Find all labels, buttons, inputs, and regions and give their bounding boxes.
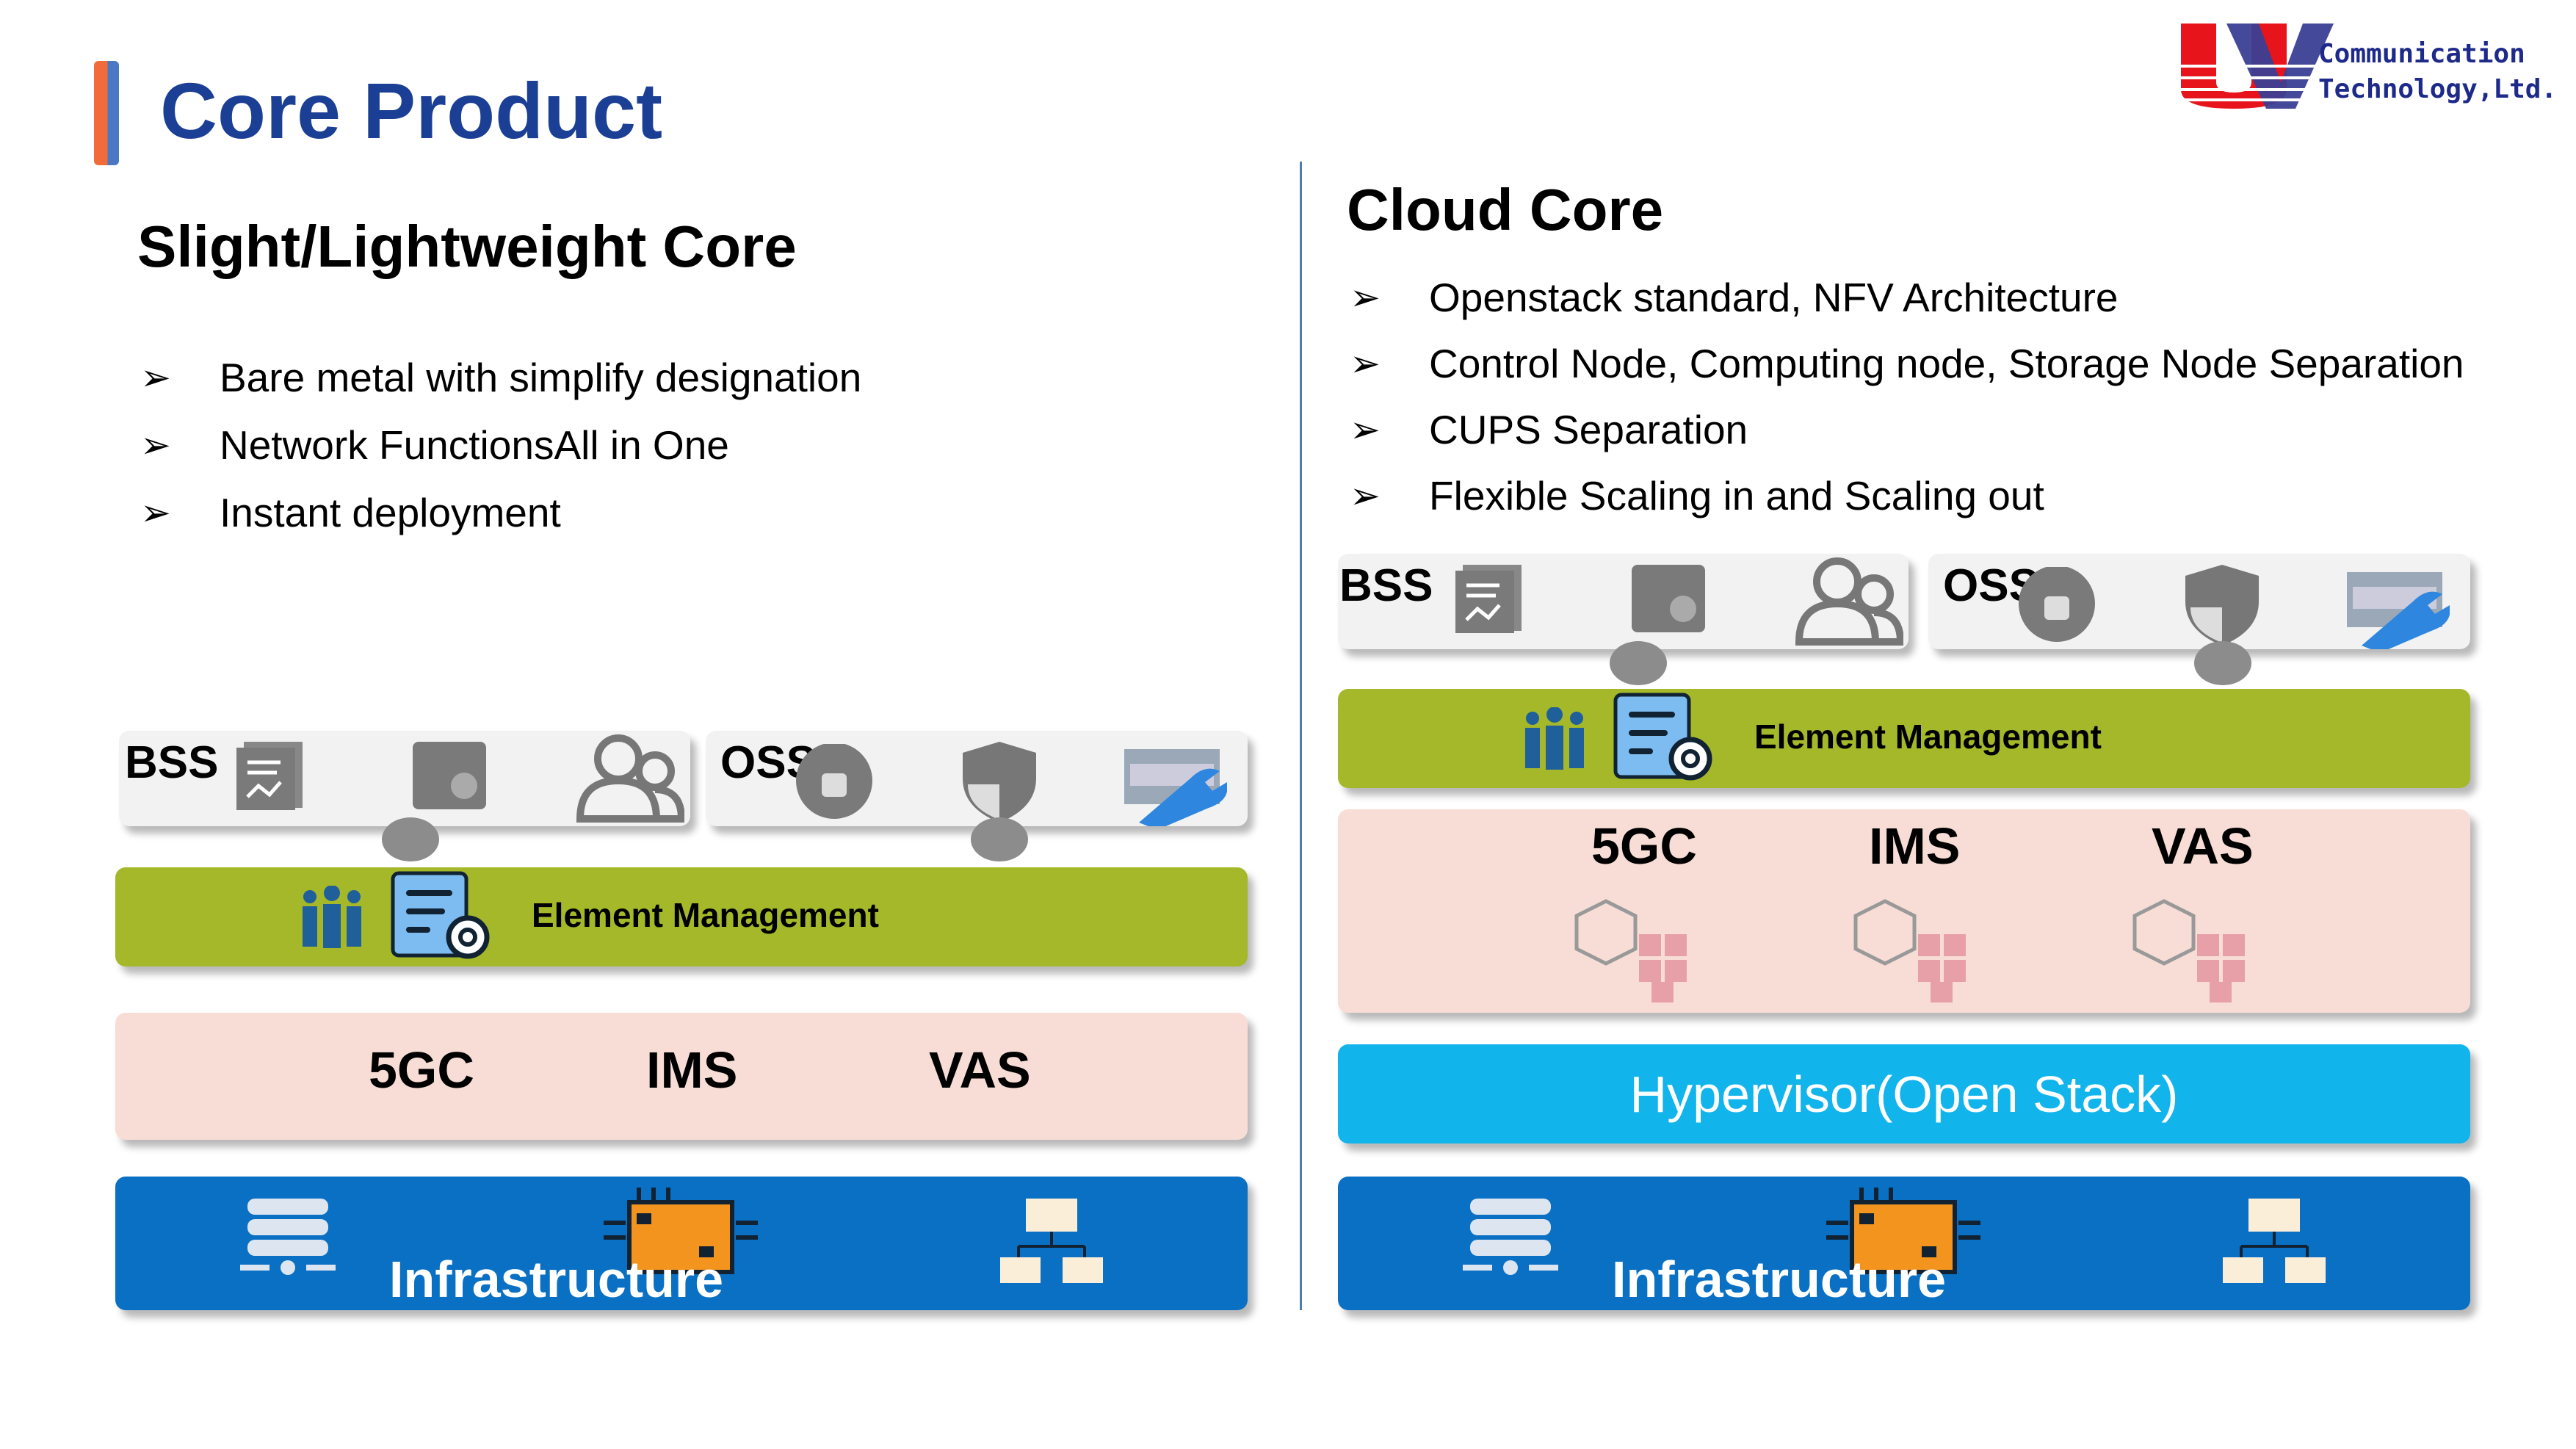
document-icon xyxy=(1455,565,1522,633)
bss-box: BSS xyxy=(1338,554,1909,649)
page-title: Core Product xyxy=(160,66,663,155)
title-accent-bar xyxy=(94,61,119,165)
list-item: ➢Network FunctionsAll in One xyxy=(140,422,729,468)
server-storage-icon xyxy=(1463,1199,1558,1275)
bss-box: BSS xyxy=(119,731,690,826)
network-functions-band: 5GC IMS VAS xyxy=(1338,809,2470,1013)
team-icon xyxy=(1525,707,1584,770)
list-item: ➢CUPS Separation xyxy=(1350,407,1748,452)
right-heading: Cloud Core xyxy=(1347,177,1664,242)
infrastructure-band: Infrastructure xyxy=(115,1177,1248,1310)
hypervisor-band: Hypervisor(Open Stack) xyxy=(1338,1044,2470,1143)
alarm-icon xyxy=(796,744,872,819)
network-topology-icon xyxy=(2223,1199,2326,1283)
virtualization-cubes-icon xyxy=(2132,899,2245,1002)
network-topology-icon xyxy=(1000,1199,1103,1283)
list-item: ➢Bare metal with simplify designation xyxy=(140,355,862,400)
right-bullet-list: ➢Openstack standard, NFV Architecture ➢C… xyxy=(1350,264,2464,529)
connector-icon xyxy=(1610,641,1667,685)
config-settings-icon xyxy=(391,871,490,959)
team-icon xyxy=(303,886,361,948)
list-item: ➢Instant deployment xyxy=(140,490,561,535)
document-icon xyxy=(236,742,303,810)
virtualization-cubes-icon xyxy=(1574,899,1687,1002)
server-storage-icon xyxy=(240,1199,336,1275)
users-icon xyxy=(1795,557,1903,646)
left-heading: Slight/Lightweight Core xyxy=(137,214,797,279)
maintenance-tool-icon xyxy=(1124,749,1227,826)
oss-box: OSS xyxy=(1928,554,2470,649)
infrastructure-band: Infrastructure xyxy=(1338,1177,2470,1310)
connector-icon xyxy=(382,817,439,861)
maintenance-tool-icon xyxy=(2347,572,2450,649)
network-functions-band: 5GC IMS VAS xyxy=(115,1013,1248,1140)
list-item: ➢Openstack standard, NFV Architecture xyxy=(1350,275,2119,320)
virtualization-cubes-icon xyxy=(1853,899,1966,1002)
billing-icon xyxy=(1632,565,1705,632)
connector-icon xyxy=(971,817,1028,861)
oss-box: OSS xyxy=(706,731,1248,826)
element-management-bar: Element Management xyxy=(1338,689,2470,788)
users-icon xyxy=(576,734,684,823)
list-item: ➢Flexible Scaling in and Scaling out xyxy=(1350,473,2044,518)
list-item: ➢Control Node, Computing node, Storage N… xyxy=(1350,341,2464,386)
security-shield-icon xyxy=(963,742,1036,823)
column-divider xyxy=(1300,162,1302,1310)
processor-chip-icon xyxy=(604,1188,758,1274)
billing-icon xyxy=(413,742,486,809)
element-management-bar: Element Management xyxy=(115,867,1248,966)
security-shield-icon xyxy=(2185,565,2259,646)
connector-icon xyxy=(2194,641,2251,685)
left-bullet-list: ➢Bare metal with simplify designation ➢N… xyxy=(140,344,861,546)
alarm-icon xyxy=(2019,567,2095,642)
config-settings-icon xyxy=(1613,693,1712,781)
processor-chip-icon xyxy=(1826,1188,1980,1274)
company-logo xyxy=(2181,24,2334,109)
